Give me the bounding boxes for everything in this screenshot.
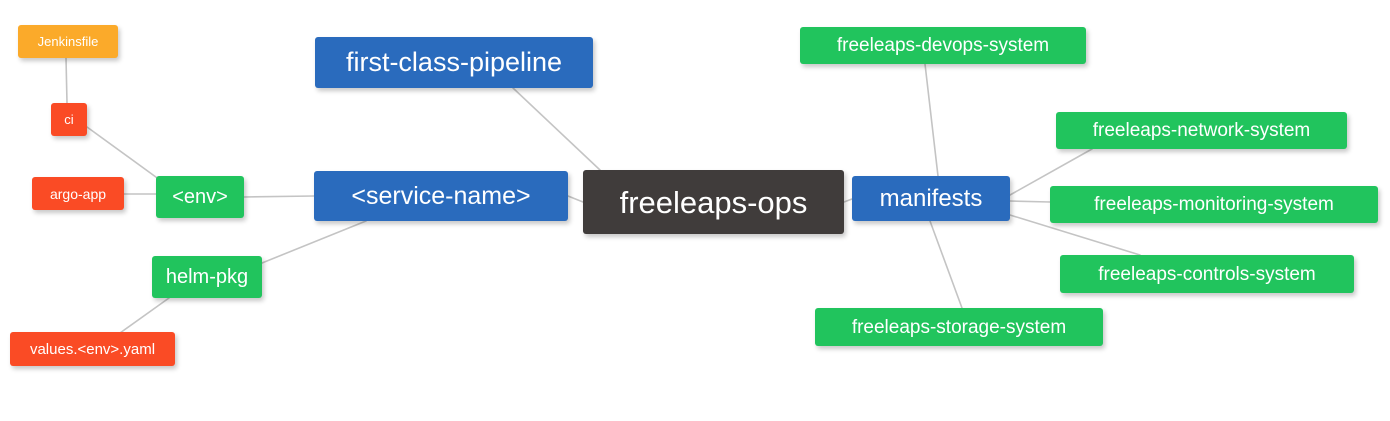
node-env[interactable]: <env> [156,176,244,218]
node-first-class-pipeline[interactable]: first-class-pipeline [315,37,593,88]
edge-manifests-to-freeleaps-storage-system [929,220,963,309]
node-service-name[interactable]: <service-name> [314,171,568,221]
node-freeleaps-devops-system[interactable]: freeleaps-devops-system [800,27,1086,64]
node-label-service-name: <service-name> [351,181,531,210]
node-label-freeleaps-monitoring-system: freeleaps-monitoring-system [1094,194,1334,215]
node-label-freeleaps-devops-system: freeleaps-devops-system [836,35,1050,56]
edge-helm-pkg-to-values-yaml [119,297,170,334]
edge-manifests-to-freeleaps-monitoring-system [1009,200,1051,203]
edge-env-to-ci [86,126,161,181]
node-freeleaps-storage-system[interactable]: freeleaps-storage-system [815,308,1103,346]
node-helm-pkg[interactable]: helm-pkg [152,256,262,298]
edge-freeleaps-ops-to-service-name [567,195,584,203]
node-label-first-class-pipeline: first-class-pipeline [345,47,563,77]
node-freeleaps-controls-system[interactable]: freeleaps-controls-system [1060,255,1354,293]
node-label-jenkinsfile: Jenkinsfile [37,34,99,49]
node-label-ci: ci [64,112,74,127]
node-label-env: <env> [172,186,228,208]
node-freeleaps-ops[interactable]: freeleaps-ops [583,170,844,234]
node-freeleaps-network-system[interactable]: freeleaps-network-system [1056,112,1347,149]
edge-freeleaps-ops-to-manifests [843,198,853,203]
node-argo-app[interactable]: argo-app [32,177,124,210]
node-label-freeleaps-controls-system: freeleaps-controls-system [1098,263,1316,285]
node-label-freeleaps-network-system: freeleaps-network-system [1092,120,1311,141]
node-label-values-yaml: values.<env>.yaml [29,340,156,358]
node-label-freeleaps-ops: freeleaps-ops [619,184,808,220]
edge-manifests-to-freeleaps-devops-system [924,63,939,177]
edge-service-name-to-env [243,195,315,198]
node-label-helm-pkg: helm-pkg [165,266,249,288]
node-freeleaps-monitoring-system[interactable]: freeleaps-monitoring-system [1050,186,1378,223]
edge-ci-to-jenkinsfile [65,57,68,104]
edge-service-name-to-helm-pkg [261,220,367,264]
node-label-manifests: manifests [879,184,983,212]
node-manifests[interactable]: manifests [852,176,1010,221]
node-label-argo-app: argo-app [49,185,107,202]
node-jenkinsfile[interactable]: Jenkinsfile [18,25,118,58]
node-values-yaml[interactable]: values.<env>.yaml [10,332,175,366]
edge-freeleaps-ops-to-first-class-pipeline [512,87,601,171]
node-ci[interactable]: ci [51,103,87,136]
node-label-freeleaps-storage-system: freeleaps-storage-system [851,316,1067,338]
